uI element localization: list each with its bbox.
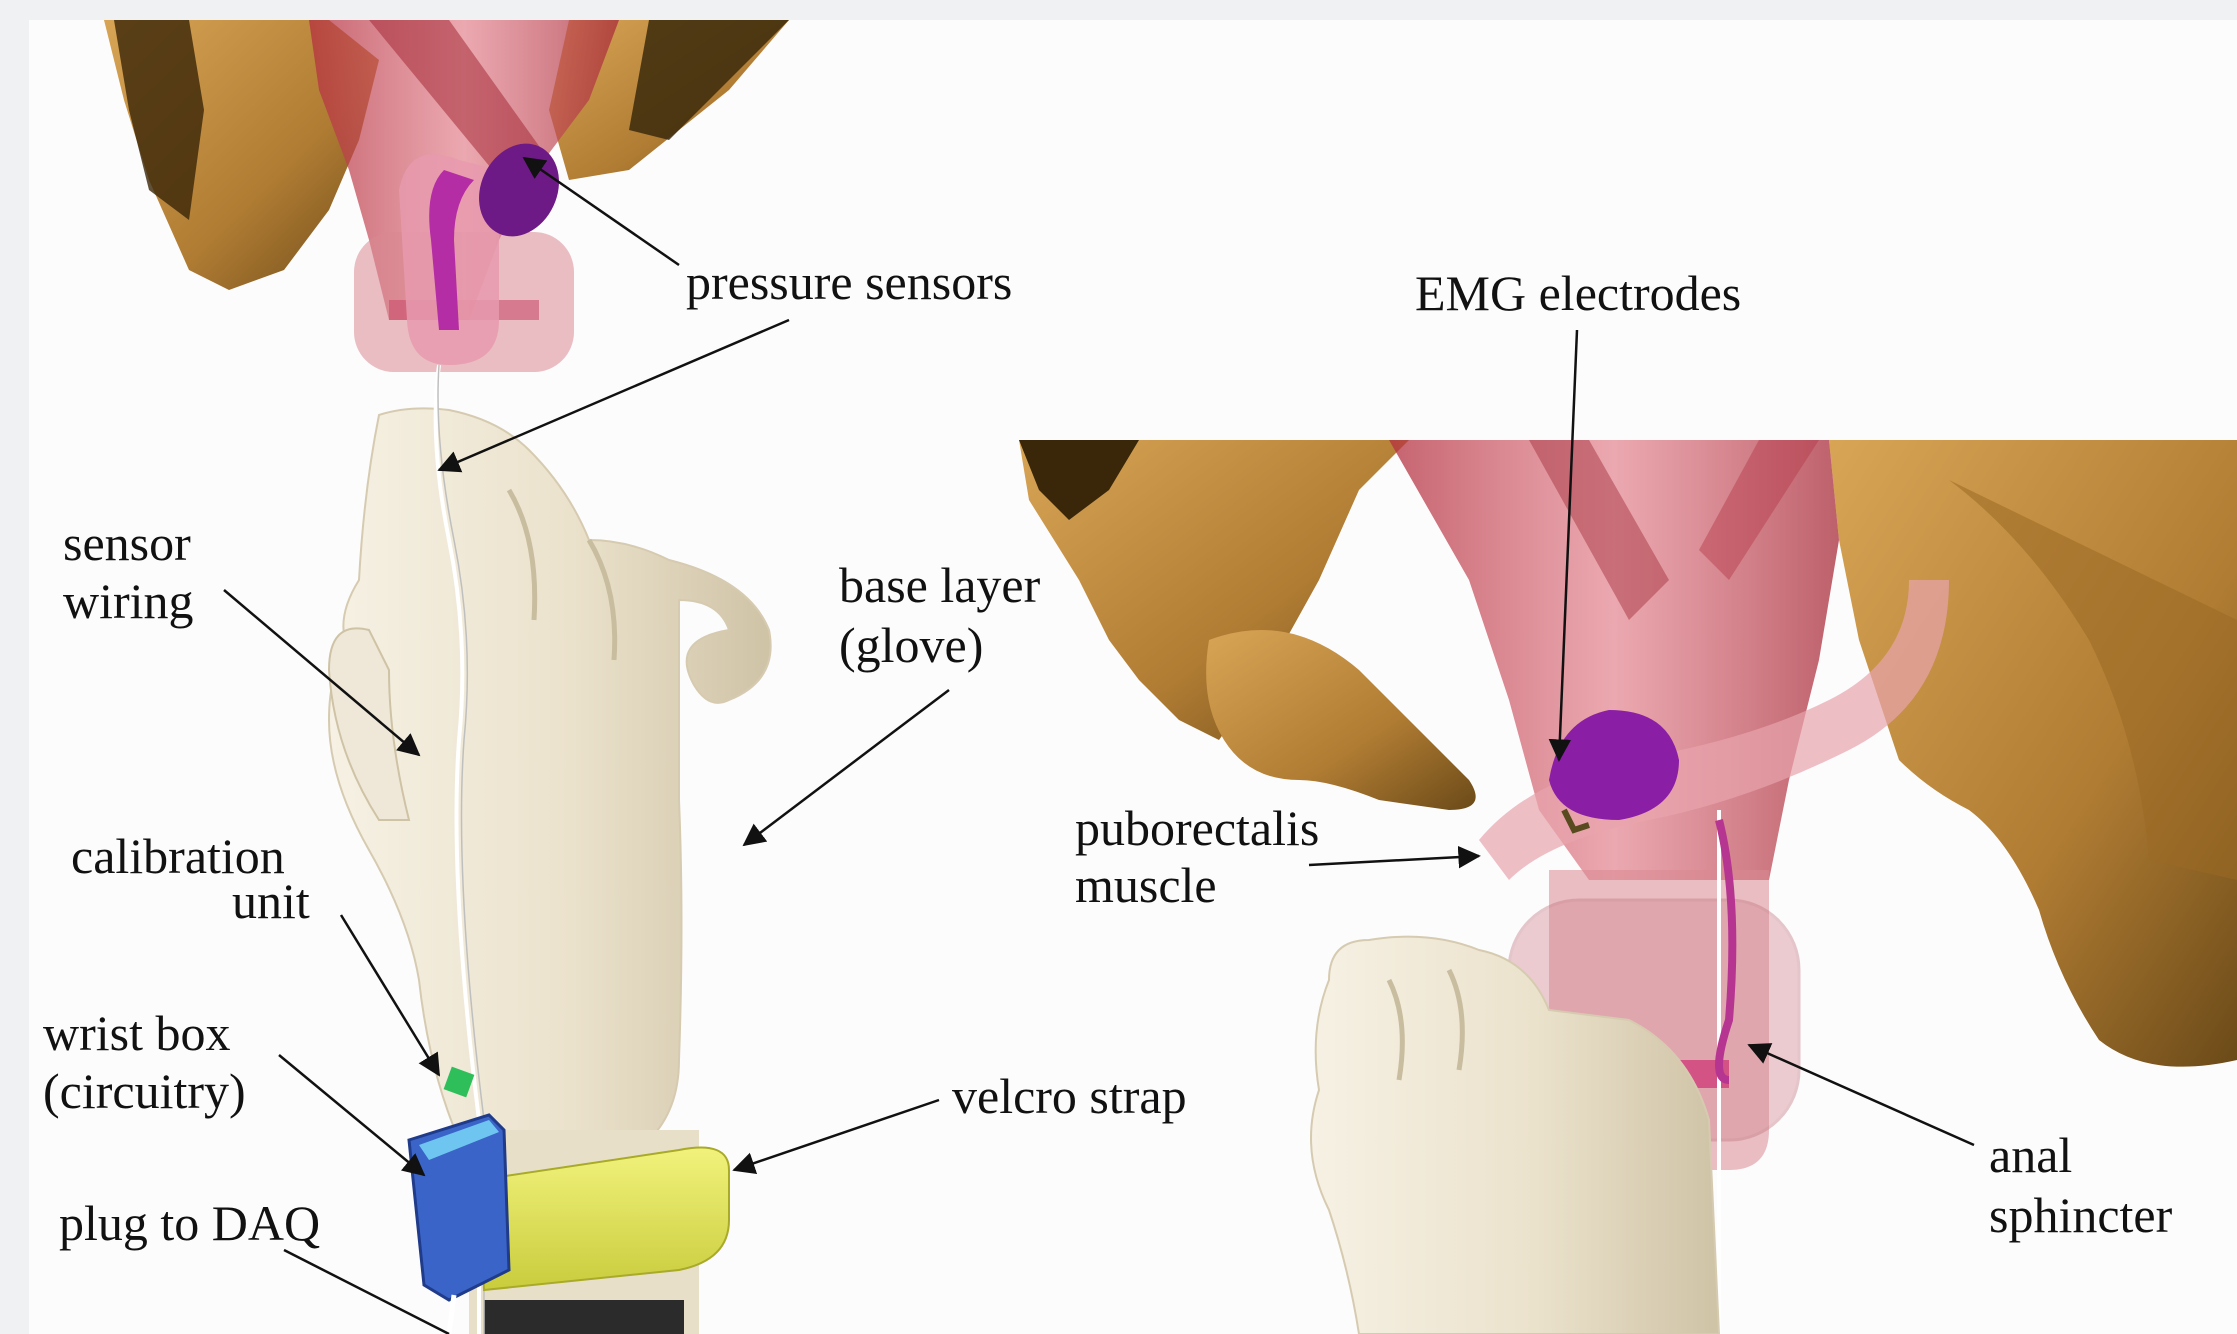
ischium-left — [1206, 630, 1476, 810]
label-wrist-box-line2: (circuitry) — [43, 1063, 246, 1119]
forearm-cuff — [484, 1300, 684, 1334]
leader-base-layer — [744, 690, 949, 845]
pelvic-bone-shadow — [114, 20, 204, 220]
label-sensor-wiring-line1: sensor — [63, 515, 191, 571]
label-puborectalis-line2: muscle — [1075, 857, 1217, 913]
pelvic-bone-right-shadow — [629, 20, 789, 140]
label-plug-to-daq: plug to DAQ — [59, 1195, 320, 1251]
label-wrist-box-line1: wrist box — [43, 1005, 231, 1061]
label-pressure-sensors: pressure sensors — [686, 254, 1012, 310]
label-puborectalis-line1: puborectalis — [1075, 800, 1319, 856]
label-velcro-strap: velcro strap — [952, 1068, 1187, 1124]
glove-sensor-diagram: pressure sensors EMG electrodes sensor w… — [29, 20, 2237, 1334]
left-illustration — [104, 20, 789, 1334]
label-sensor-wiring-line2: wiring — [63, 573, 194, 629]
label-emg-electrodes: EMG electrodes — [1415, 265, 1741, 321]
label-anal-sphincter-line1: anal — [1989, 1127, 2072, 1183]
leader-puborectalis — [1309, 856, 1479, 865]
leader-velcro-strap — [734, 1100, 939, 1170]
leader-wrist-box — [279, 1055, 424, 1175]
label-base-layer-line2: (glove) — [839, 617, 983, 673]
label-anal-sphincter-line2: sphincter — [1989, 1187, 2173, 1243]
diagram-frame: pressure sensors EMG electrodes sensor w… — [29, 20, 2237, 1334]
label-calibration-unit-line2: unit — [232, 873, 310, 929]
label-base-layer-line1: base layer — [839, 557, 1041, 613]
